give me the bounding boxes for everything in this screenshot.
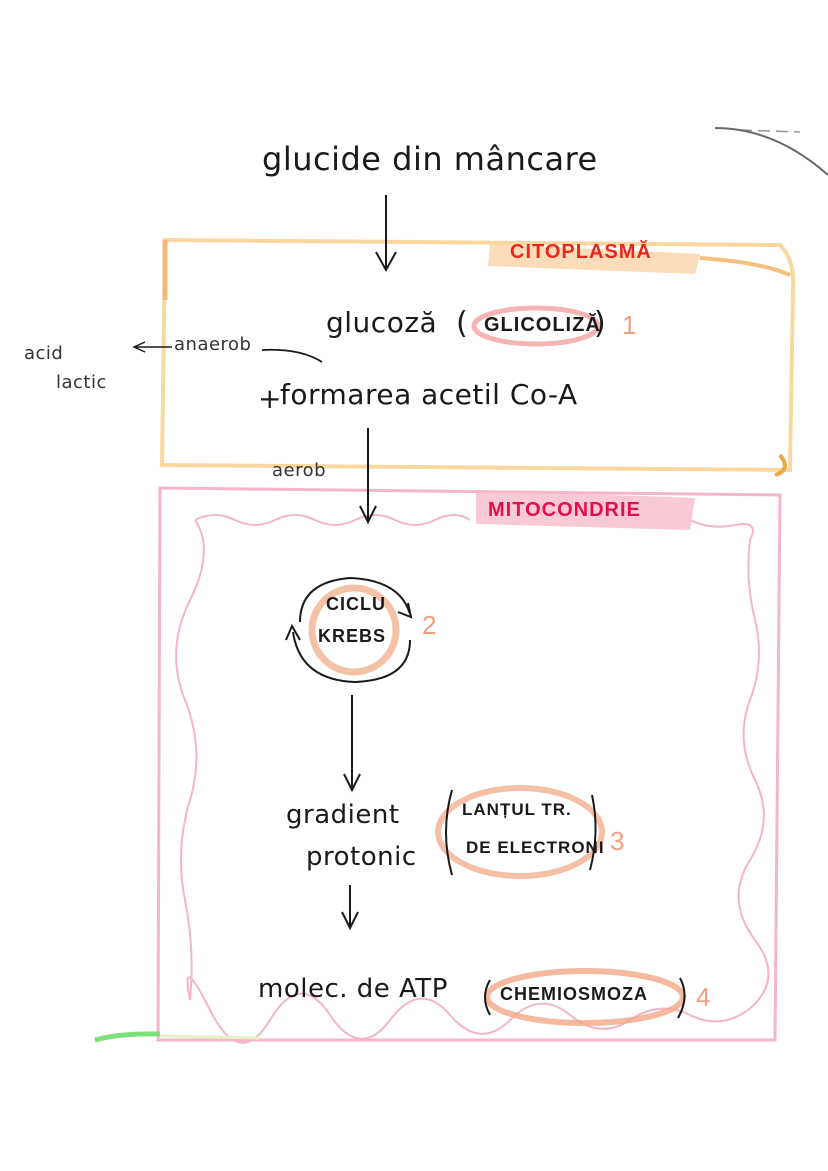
step-number-4: 4 <box>696 982 711 1012</box>
glicoliza-close-paren: ) <box>594 306 607 341</box>
lactic-label: lactic <box>56 372 107 393</box>
citoplasma-label-highlight <box>488 244 700 274</box>
acetil-coa-prefix: + <box>258 382 282 415</box>
krebs-cycle-arrow-top <box>299 576 411 623</box>
aerob-label: aerob <box>272 460 327 481</box>
lant-highlight <box>435 785 605 879</box>
atp-label: molec. de ATP <box>258 974 448 1004</box>
anaerob-label: anaerob <box>174 334 252 355</box>
lantul-label: LANȚUL TR. <box>462 800 572 819</box>
glicoliza-label: GLICOLIZĂ <box>484 314 601 336</box>
krebs-label: KREBS <box>318 626 387 646</box>
stray-pencil-curve <box>714 127 828 176</box>
chemiosmoza-highlight <box>484 968 686 1026</box>
glicoliza-highlight <box>471 305 601 347</box>
step-number-1: 1 <box>622 310 637 340</box>
acid-label: acid <box>24 343 64 364</box>
citoplasma-box <box>159 237 796 473</box>
green-marker-line <box>94 1031 161 1043</box>
electroni-label: DE ELECTRONI <box>466 838 605 857</box>
mitocondrie-label-highlight <box>476 490 695 530</box>
glucoza-label: glucoză <box>326 306 438 339</box>
krebs-highlight <box>308 584 400 676</box>
protonic-label: protonic <box>306 842 417 872</box>
bleed-through-text <box>420 900 427 925</box>
citoplasma-label: CITOPLASMĂ <box>510 241 652 263</box>
gradient-label: gradient <box>286 800 400 830</box>
acetil-coa-label: formarea acetil Co-A <box>280 378 578 411</box>
mitocondrie-outer-membrane <box>156 486 782 1042</box>
step-number-3: 3 <box>610 826 625 856</box>
glicoliza-open-paren: ( <box>456 306 469 341</box>
mitocondrie-label: MITOCONDRIE <box>488 499 641 521</box>
krebs-cycle-arrow-bottom <box>292 631 411 684</box>
chemiosmoza-label: CHEMIOSMOZA <box>500 984 648 1004</box>
ciclu-label: CICLU <box>326 594 386 614</box>
source-label: glucide din mâncare <box>262 140 598 178</box>
mitocondrie-inner-membrane <box>175 514 770 1044</box>
step-number-2: 2 <box>422 610 437 640</box>
